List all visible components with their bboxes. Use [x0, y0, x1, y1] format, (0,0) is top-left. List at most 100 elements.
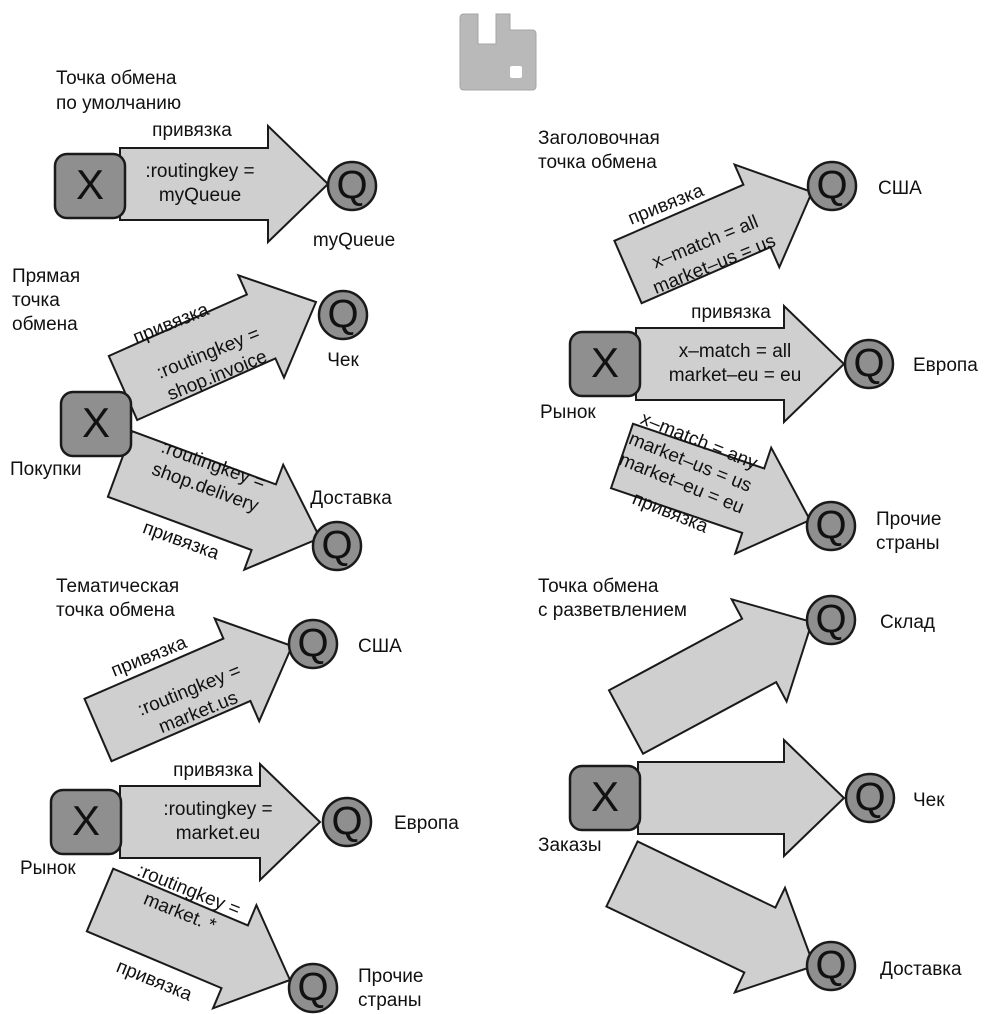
queue-node	[844, 772, 896, 824]
queue-label: Европа	[913, 355, 978, 376]
queue-symbol: Q	[297, 966, 328, 1010]
routing-key: :routingkey =	[145, 161, 254, 182]
exchange-label-group: Заказы	[538, 835, 602, 856]
exchange-symbol: X	[72, 797, 100, 844]
section-title: точка обмена	[56, 600, 175, 621]
binding-arrow	[119, 761, 322, 883]
queue-symbol: Q	[816, 164, 847, 208]
queue-node	[805, 594, 857, 646]
section-title-group: Точка обмена по умолчанию	[56, 68, 181, 114]
binding-label-group: привязка	[691, 302, 771, 323]
queue-symbol: Q	[327, 293, 358, 337]
queue-node	[806, 160, 858, 212]
exchange-node	[568, 330, 642, 398]
queue-label-group: Чек	[327, 350, 359, 371]
queue-symbol: Q	[297, 622, 328, 666]
queue-label: США	[878, 178, 922, 199]
binding-arrow	[106, 429, 322, 572]
exchange-label-group: Рынок	[540, 402, 596, 423]
exchange-node	[53, 152, 127, 220]
queue-label-group: Доставка	[880, 959, 962, 980]
queue-symbol: Q	[336, 164, 367, 208]
queue-label: Чек	[327, 350, 359, 371]
queue-node	[321, 796, 373, 848]
section-title: Точка обмена	[56, 68, 177, 89]
queue-node	[287, 962, 339, 1014]
section-title: точка обмена	[538, 152, 657, 173]
routing-key-group: x–match = all market–eu = eu	[669, 341, 802, 386]
binding-arrow	[107, 273, 318, 422]
section-title: по умолчанию	[56, 93, 181, 114]
binding-arrow	[119, 123, 330, 245]
routing-key: x–match = all	[679, 341, 791, 362]
exchange-node	[49, 788, 123, 856]
binding-label: привязка	[691, 302, 771, 323]
queue-node	[805, 940, 857, 992]
binding-label-group: привязка	[152, 120, 232, 141]
exchange-node	[568, 764, 642, 832]
exchange-symbol: X	[591, 339, 619, 386]
binding-arrow	[607, 597, 814, 756]
queue-label: myQueue	[313, 230, 395, 251]
section-title: обмена	[12, 314, 78, 335]
queue-symbol: Q	[854, 776, 885, 820]
exchange-symbol: X	[76, 161, 104, 208]
exchange-symbol: X	[591, 773, 619, 820]
queue-label-group: Европа	[394, 813, 459, 834]
queue-label-group: Склад	[880, 612, 935, 633]
queue-label: США	[358, 636, 402, 657]
section-title: Прямая	[12, 266, 80, 287]
binding-arrow	[613, 162, 814, 305]
queue-symbol: Q	[321, 524, 352, 568]
binding-arrow	[605, 840, 816, 995]
queue-label-group: Европа	[913, 355, 978, 376]
queue-label: Доставка	[880, 959, 962, 980]
queue-label: Европа	[394, 813, 459, 834]
queue-label: страны	[876, 533, 940, 554]
queue-symbol: Q	[815, 598, 846, 642]
exchange-label: Рынок	[20, 858, 76, 879]
section-title: Заголовочная	[538, 128, 660, 149]
binding-label-group: привязка	[173, 760, 253, 781]
queue-symbol: Q	[815, 504, 846, 548]
binding-arrow	[83, 616, 294, 763]
rabbitmq-logo-icon	[459, 13, 537, 91]
routing-key: market–eu = eu	[669, 365, 802, 386]
exchange-symbol: X	[82, 399, 110, 446]
section-title-group: Заголовочная точка обмена	[538, 128, 660, 173]
rabbitmq-logo-shape	[459, 13, 537, 91]
routing-key: :routingkey =	[163, 799, 272, 820]
routing-key-group: :routingkey =market.eu	[163, 799, 272, 844]
rabbitmq-logo-dot	[510, 66, 522, 78]
exchange-label: Покупки	[10, 459, 81, 480]
queue-node	[326, 160, 378, 212]
queue-node	[311, 520, 363, 572]
queue-label-group: Чек	[913, 790, 945, 811]
queue-label: Склад	[880, 612, 935, 633]
queue-label-group: США	[358, 636, 402, 657]
exchange-label-group: Покупки	[10, 459, 81, 480]
routing-key: myQueue	[159, 185, 241, 206]
queue-node	[805, 500, 857, 552]
binding-arrow	[85, 867, 292, 1011]
binding-label: привязка	[173, 760, 253, 781]
queue-node	[287, 618, 339, 670]
exchange-label-group: Рынок	[20, 858, 76, 879]
binding-arrow	[637, 737, 846, 859]
section-title: Тематическая	[56, 576, 179, 597]
exchange-label: Заказы	[538, 835, 602, 856]
binding-arrow	[635, 303, 846, 425]
binding-label: привязка	[152, 120, 232, 141]
queue-label-group: myQueue	[313, 230, 395, 251]
exchange-label: Рынок	[540, 402, 596, 423]
queue-symbol: Q	[853, 342, 884, 386]
binding-arrow	[609, 422, 812, 556]
queue-label: Прочие	[358, 966, 423, 987]
queue-symbol: Q	[815, 944, 846, 988]
exchange-node	[59, 390, 133, 458]
